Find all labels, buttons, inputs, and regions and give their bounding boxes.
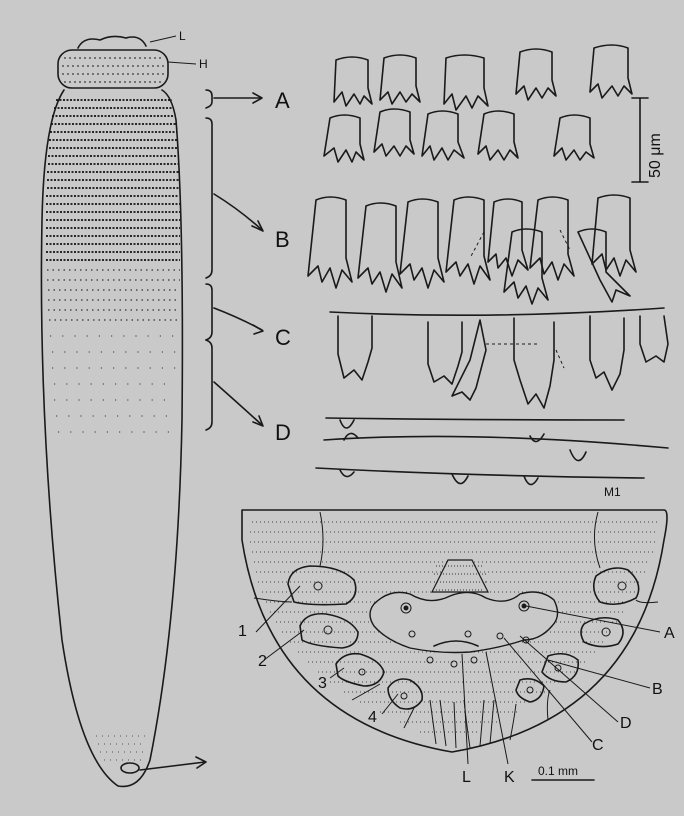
scale-label-top: 50 μm [647, 133, 664, 178]
disc-label-l: L [462, 769, 471, 786]
region-label-b: B [275, 227, 290, 252]
bracket-d [206, 340, 212, 430]
region-label-d: D [275, 420, 291, 445]
worm-body: L H [41, 29, 207, 786]
disc-label-3: 3 [318, 675, 327, 692]
hooks-row-c [330, 308, 668, 408]
scale-label-bottom: 0.1 mm [538, 764, 578, 778]
terminal-pore [121, 763, 139, 773]
bracket-a [206, 90, 212, 108]
disc-label-k: K [504, 769, 515, 786]
bracket-b [206, 118, 212, 278]
scale-bar-top: 50 μm [632, 98, 664, 182]
disc-label-a: A [664, 625, 675, 642]
dense-spination [46, 100, 180, 260]
disc-label-c: C [592, 737, 604, 754]
medium-spination [47, 270, 180, 320]
hooks-row-b [308, 195, 636, 304]
scolex-ring-dots [62, 58, 164, 82]
artist-initials: M1 [604, 485, 621, 499]
sparse-spination [50, 336, 178, 432]
region-label-a: A [275, 88, 290, 113]
tail-arrow [140, 762, 205, 770]
disc-label-1: 1 [238, 623, 247, 640]
disc-label-b: B [652, 681, 663, 698]
hooks-row-a [324, 45, 632, 162]
disc-label-2: 2 [258, 653, 267, 670]
region-label-c: C [275, 325, 291, 350]
bracket-c [206, 284, 212, 340]
scolex-top [78, 36, 146, 48]
disc-label-d: D [620, 715, 632, 732]
attachment-disc: 1 2 3 4 A B D C L K 0.1 mm [238, 510, 675, 786]
disc-label-4: 4 [368, 709, 377, 726]
region-brackets: A B C D [206, 88, 291, 445]
hooks-row-d: M1 [316, 418, 668, 499]
worm-outline [41, 90, 182, 786]
label-h: H [199, 57, 208, 71]
posterior-dots [96, 736, 146, 760]
label-l: L [179, 29, 186, 43]
central-field [370, 592, 558, 653]
